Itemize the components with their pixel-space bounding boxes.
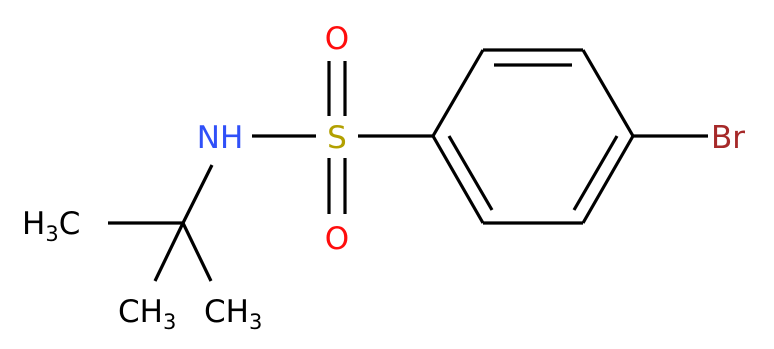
methyl-left-label: H3C — [22, 206, 80, 246]
bond-c-ch3-bottom-right — [181, 222, 213, 282]
methyl-left-subscript: 3 — [45, 222, 58, 246]
bond-n-c — [181, 164, 214, 224]
bond-s-o-bottom — [327, 158, 347, 214]
methyl-bottom-right-subscript: 3 — [249, 310, 262, 334]
methyl-bottom-left-ch: CH — [118, 294, 163, 330]
methyl-bottom-left-subscript: 3 — [163, 310, 176, 334]
benzene-ring — [431, 48, 635, 225]
methyl-left-h: H — [22, 206, 45, 242]
bond-s-o-top — [327, 61, 347, 116]
bromine-label: Br — [711, 120, 745, 156]
bond-c-ch3-bottom-left — [153, 222, 185, 282]
methyl-left-c: C — [59, 206, 81, 242]
methyl-bottom-left-label: CH3 — [118, 294, 176, 334]
oxygen-top-label: O — [325, 21, 349, 57]
sulfur-label: S — [327, 120, 347, 156]
oxygen-bottom-label: O — [325, 221, 349, 257]
methyl-bottom-right-ch: CH — [204, 294, 249, 330]
methyl-bottom-right-label: CH3 — [204, 294, 262, 334]
nitrogen-label: NH — [197, 120, 244, 156]
